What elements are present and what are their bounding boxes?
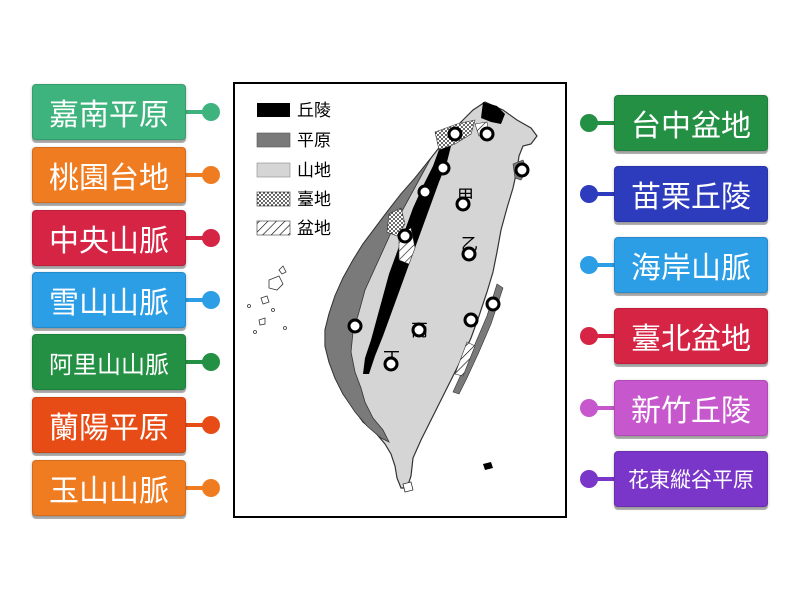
drop-target-circle[interactable] [347, 318, 363, 334]
legend-swatch-hills [257, 103, 290, 117]
green-island [483, 462, 493, 470]
drag-tile-alishan-range[interactable]: 阿里山山脈 [32, 334, 186, 390]
western-plains [324, 157, 432, 443]
connector-knob[interactable] [202, 291, 220, 309]
drag-tile-yushan-range[interactable]: 玉山山脈 [32, 460, 186, 516]
legend-swatch-plains [256, 132, 291, 148]
connector-line [184, 486, 204, 490]
tile-label: 雪山山脈 [49, 286, 169, 321]
drag-tile-huatung-valley-plain[interactable]: 花東縱谷平原 [614, 451, 768, 507]
connector-knob[interactable] [202, 166, 220, 184]
connector-line [596, 477, 616, 481]
drop-target-circle[interactable] [447, 126, 463, 142]
connector-line [596, 121, 616, 125]
connector-knob[interactable] [202, 353, 220, 371]
tile-label: 玉山山脈 [49, 474, 169, 509]
tile-label: 台中盆地 [631, 109, 751, 144]
connector-line [596, 263, 616, 267]
connector-line [596, 406, 616, 410]
tile-label: 花東縱谷平原 [628, 468, 754, 492]
legend-swatch-mountains [256, 162, 291, 178]
connector-knob[interactable] [580, 399, 598, 417]
connector-knob[interactable] [580, 470, 598, 488]
drag-tile-taichung-basin[interactable]: 台中盆地 [614, 95, 768, 151]
drop-target-circle[interactable] [411, 322, 427, 338]
connector-knob[interactable] [580, 185, 598, 203]
drop-target-circle[interactable] [383, 356, 399, 372]
drag-tile-taoyuan-tableland[interactable]: 桃園台地 [32, 147, 186, 203]
legend-label: 臺地 [297, 190, 331, 210]
connector-knob[interactable] [202, 103, 220, 121]
drop-target-circle[interactable] [479, 126, 495, 142]
drop-target-circle[interactable] [455, 196, 471, 212]
drag-tile-jianan-plain[interactable]: 嘉南平原 [32, 84, 186, 140]
connector-line [184, 360, 204, 364]
drag-tile-lanyang-plain[interactable]: 蘭陽平原 [32, 397, 186, 453]
drop-target-circle[interactable] [485, 296, 501, 312]
connector-line [184, 173, 204, 177]
connector-knob[interactable] [202, 229, 220, 247]
tile-label: 海岸山脈 [631, 251, 751, 286]
legend-label: 丘陵 [297, 101, 331, 121]
connector-knob[interactable] [202, 416, 220, 434]
map-canvas: 丘陵 平原 山地 臺地 盆地 [247, 101, 538, 493]
taiwan-landform-map: 丘陵 平原 山地 臺地 盆地 [233, 82, 567, 518]
tile-label: 嘉南平原 [49, 98, 169, 133]
connector-knob[interactable] [580, 256, 598, 274]
connector-line [184, 298, 204, 302]
connector-line [184, 423, 204, 427]
drag-tile-coastal-range[interactable]: 海岸山脈 [614, 237, 768, 293]
connector-line [184, 236, 204, 240]
drag-tile-taipei-basin[interactable]: 臺北盆地 [614, 308, 768, 364]
drop-target-circle[interactable] [397, 228, 413, 244]
connector-knob[interactable] [202, 479, 220, 497]
tile-label: 苗栗丘陵 [631, 180, 751, 215]
legend-swatch-tableland [256, 191, 291, 207]
legend-label: 盆地 [297, 219, 331, 239]
connector-line [596, 192, 616, 196]
orchid-island [402, 481, 414, 493]
drop-target-circle[interactable] [417, 184, 433, 200]
tile-label: 桃園台地 [49, 161, 169, 196]
coastal-range-hatch [454, 341, 476, 377]
connector-knob[interactable] [580, 327, 598, 345]
drop-target-circle[interactable] [461, 246, 477, 262]
drag-tile-hsinchu-hills[interactable]: 新竹丘陵 [614, 380, 768, 436]
drop-target-circle[interactable] [514, 162, 530, 178]
tile-label: 臺北盆地 [631, 322, 751, 357]
tile-label: 新竹丘陵 [631, 394, 751, 429]
tile-label: 阿里山山脈 [49, 350, 169, 379]
northern-hills [481, 102, 505, 124]
legend-swatch-basin [256, 220, 291, 236]
legend-label: 山地 [297, 161, 331, 181]
penghu-islands [247, 265, 287, 334]
drag-tile-xueshan-range[interactable]: 雪山山脈 [32, 272, 186, 328]
tile-label: 蘭陽平原 [49, 411, 169, 446]
tile-label: 中央山脈 [49, 224, 169, 259]
drop-target-circle[interactable] [435, 160, 451, 176]
connector-line [184, 110, 204, 114]
drag-tile-miaoli-hills[interactable]: 苗栗丘陵 [614, 166, 768, 222]
connector-line [596, 334, 616, 338]
connector-knob[interactable] [580, 114, 598, 132]
drop-target-circle[interactable] [463, 312, 479, 328]
drag-tile-central-range[interactable]: 中央山脈 [32, 210, 186, 266]
map-legend: 丘陵 平原 山地 臺地 盆地 [256, 101, 331, 239]
legend-label: 平原 [297, 131, 331, 151]
